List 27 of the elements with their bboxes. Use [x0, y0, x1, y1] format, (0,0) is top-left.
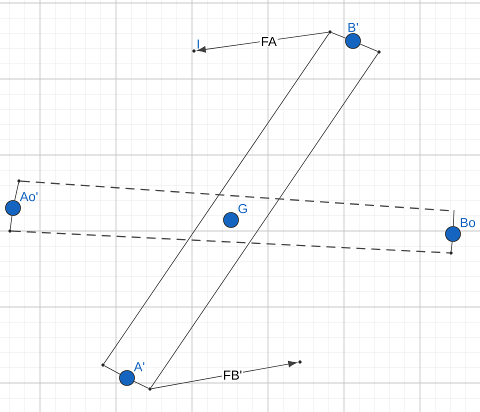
node-label: G: [238, 204, 247, 214]
point: Bo: [445, 218, 476, 242]
edge-label: FA: [262, 37, 277, 46]
point: G: [223, 204, 247, 228]
segment: [104, 365, 120, 375]
dashed-line: [12, 230, 450, 254]
segment: [150, 53, 378, 388]
segment: [360, 44, 378, 52]
node-label: Ao': [20, 192, 38, 202]
vector-arrow: [151, 360, 297, 390]
labeled-point: I: [192, 40, 199, 53]
segment: [452, 211, 454, 226]
segment: [14, 182, 20, 201]
node-label: I: [198, 40, 199, 49]
node-label: B': [348, 22, 358, 32]
node-label: A': [134, 362, 144, 372]
node-label: Bo: [460, 218, 476, 228]
segment: [134, 381, 149, 389]
point: B': [345, 22, 361, 49]
segment: [331, 32, 346, 39]
vector-arrow: [197, 32, 329, 53]
point: A': [119, 362, 144, 386]
segment: [450, 241, 453, 252]
point: Ao': [5, 192, 38, 216]
segment: [104, 33, 330, 364]
edge-label: FB': [224, 370, 242, 380]
segment: [10, 215, 12, 230]
